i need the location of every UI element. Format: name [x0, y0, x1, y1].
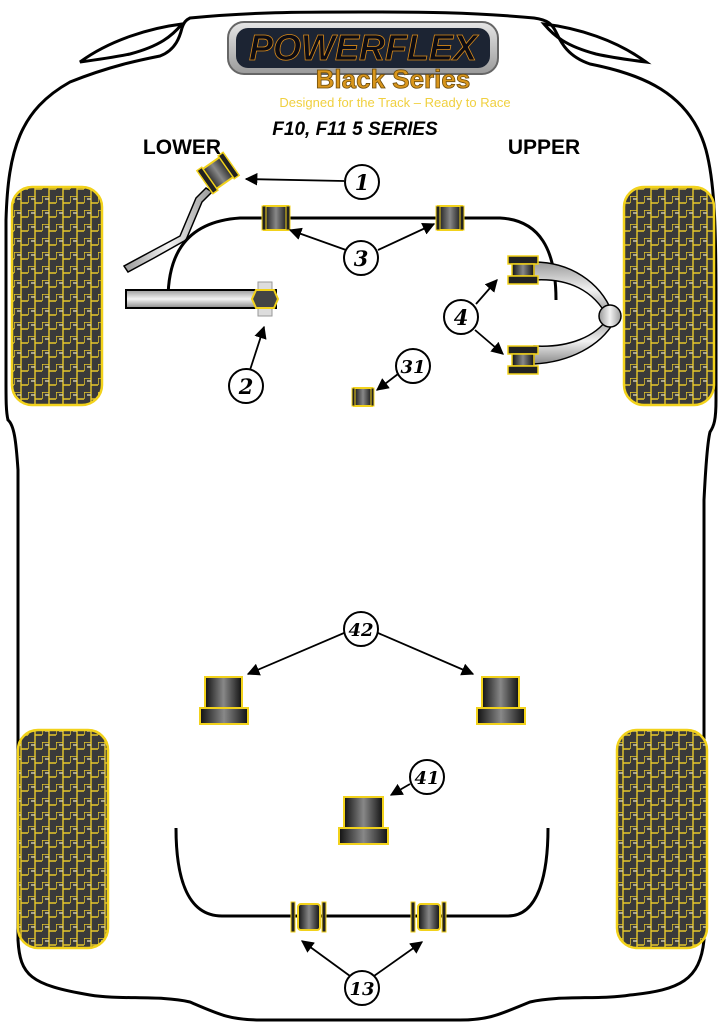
brand-name: POWERFLEX [249, 27, 479, 68]
tyre-rear-left [16, 728, 110, 950]
callout-13-label: 13 [349, 979, 374, 1000]
callout-42-label: 42 [348, 620, 373, 641]
arrow-42a [246, 632, 345, 676]
arrow-13b [373, 941, 424, 977]
tyre-front-right [622, 185, 716, 407]
bush-31 [351, 387, 375, 407]
arrow-13a [300, 940, 351, 977]
bush-13-left [290, 901, 327, 933]
callout-13[interactable]: 13 [344, 970, 380, 1006]
car-body-outline [4, 10, 718, 1022]
bush-2 [250, 281, 280, 317]
arrow-42b [377, 632, 475, 676]
arrow-31 [375, 373, 399, 391]
label-upper: UPPER [508, 136, 580, 159]
callout-3[interactable]: 3 [343, 240, 379, 276]
brand-tagline: Designed for the Track – Ready to Race [279, 95, 510, 110]
arrow-3b [377, 223, 436, 251]
lower-strut-arm [122, 187, 214, 273]
bush-41 [338, 796, 389, 845]
brand-series: Black Series [316, 64, 471, 94]
callout-42[interactable]: 42 [343, 611, 379, 647]
tyre-rear-right [615, 728, 709, 950]
bush-1 [195, 151, 241, 195]
label-lower: LOWER [143, 136, 221, 159]
callout-31-label: 31 [400, 357, 425, 378]
arrow-41 [389, 783, 411, 796]
bush-4-upper [507, 255, 539, 285]
arrow-4a [475, 279, 498, 305]
arrow-3a [288, 227, 347, 251]
callout-41-label: 41 [414, 768, 439, 789]
arrow-2 [249, 325, 267, 371]
callout-4[interactable]: 4 [443, 299, 479, 335]
bush-4-lower [507, 345, 539, 375]
page-title: F10, F11 5 SERIES [272, 119, 438, 140]
tyre-front-left [10, 185, 104, 407]
callout-41[interactable]: 41 [409, 759, 445, 795]
callout-4-label: 4 [454, 305, 469, 330]
bush-42-right [476, 676, 526, 725]
rear-anti-roll-bar [174, 827, 550, 918]
upper-wishbone [533, 261, 622, 365]
bush-3-right [435, 205, 465, 231]
bush-13-right [410, 901, 447, 933]
callout-arrows [244, 172, 504, 977]
arrow-4b [474, 329, 504, 355]
callout-3-label: 3 [354, 246, 369, 271]
callout-2-label: 2 [238, 374, 254, 399]
arrow-1 [244, 172, 345, 186]
callout-31[interactable]: 31 [395, 348, 431, 384]
callout-1-label: 1 [355, 170, 370, 195]
bush-42-left [199, 676, 249, 725]
callout-2[interactable]: 2 [228, 368, 264, 404]
powerflex-logo: POWERFLEX Black Series Designed for the … [227, 21, 511, 110]
callout-1[interactable]: 1 [344, 164, 380, 200]
bush-3-left [261, 205, 291, 231]
front-anti-roll-bar [166, 216, 558, 301]
